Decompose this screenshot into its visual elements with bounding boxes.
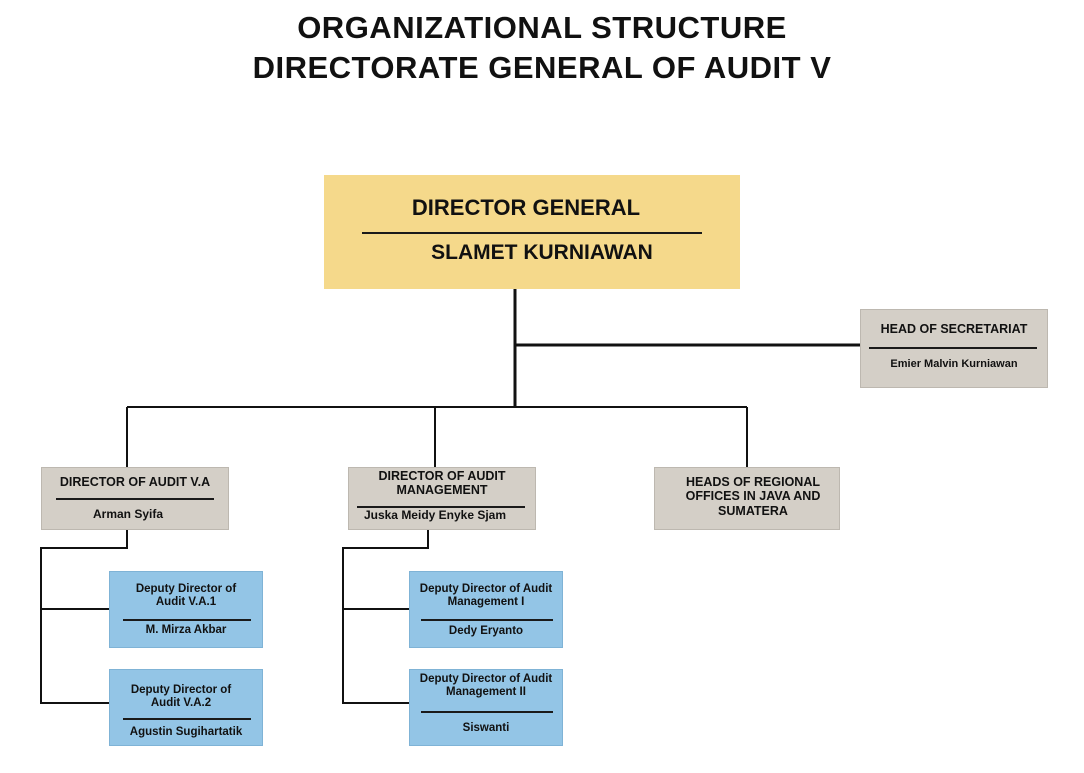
director-general-name: SLAMET KURNIAWAN xyxy=(431,241,653,264)
deputy-am2-box: Deputy Director of Audit Management II S… xyxy=(409,669,563,746)
regional-offices-box: HEADS OF REGIONAL OFFICES IN JAVA AND SU… xyxy=(654,467,840,530)
director-audit-va-divider xyxy=(56,498,214,500)
director-audit-va-name: Arman Syifa xyxy=(92,507,164,521)
deputy-va2-role: Deputy Director of Audit V.A.2 xyxy=(130,684,232,710)
head-of-secretariat-divider xyxy=(869,347,1037,349)
deputy-va1-name: M. Mirza Akbar xyxy=(145,624,227,636)
deputy-va1-divider xyxy=(123,619,251,621)
deputy-am2-role: Deputy Director of Audit Management II xyxy=(419,673,553,699)
regional-offices-role: HEADS OF REGIONAL OFFICES IN JAVA AND SU… xyxy=(685,475,821,518)
director-general-role: DIRECTOR GENERAL xyxy=(411,195,641,220)
deputy-va1-box: Deputy Director of Audit V.A.1 M. Mirza … xyxy=(109,571,263,648)
deputy-va2-name: Agustin Sugihartatik xyxy=(129,726,243,738)
director-general-divider xyxy=(362,232,702,234)
director-audit-management-divider xyxy=(357,506,525,508)
director-audit-management-box: DIRECTOR OF AUDIT MANAGEMENT Juska Meidy… xyxy=(348,467,536,530)
director-general-box: DIRECTOR GENERAL SLAMET KURNIAWAN xyxy=(324,175,740,289)
chart-title-line-2: DIRECTORATE GENERAL OF AUDIT V xyxy=(252,50,832,85)
deputy-am1-role: Deputy Director of Audit Management I xyxy=(419,583,553,609)
deputy-am2-divider xyxy=(421,711,553,713)
director-audit-va-box: DIRECTOR OF AUDIT V.A Arman Syifa xyxy=(41,467,229,530)
deputy-am2-name: Siswanti xyxy=(462,722,510,734)
connector-va-bracket xyxy=(40,530,128,704)
director-audit-va-role: DIRECTOR OF AUDIT V.A xyxy=(59,475,211,489)
deputy-am1-box: Deputy Director of Audit Management I De… xyxy=(409,571,563,648)
deputy-va2-divider xyxy=(123,718,251,720)
connector-am-bracket xyxy=(342,530,429,704)
deputy-va1-role: Deputy Director of Audit V.A.1 xyxy=(135,583,237,609)
deputy-am1-name: Dedy Eryanto xyxy=(448,625,524,637)
chart-title-line-1: ORGANIZATIONAL STRUCTURE xyxy=(297,10,787,45)
director-audit-management-name: Juska Meidy Enyke Sjam xyxy=(363,508,507,522)
head-of-secretariat-role: HEAD OF SECRETARIAT xyxy=(880,322,1028,336)
director-audit-management-role: DIRECTOR OF AUDIT MANAGEMENT xyxy=(378,469,506,498)
deputy-am1-divider xyxy=(421,619,553,621)
deputy-va2-box: Deputy Director of Audit V.A.2 Agustin S… xyxy=(109,669,263,746)
head-of-secretariat-box: HEAD OF SECRETARIAT Emier Malvin Kurniaw… xyxy=(860,309,1048,388)
head-of-secretariat-name: Emier Malvin Kurniawan xyxy=(890,358,1018,370)
